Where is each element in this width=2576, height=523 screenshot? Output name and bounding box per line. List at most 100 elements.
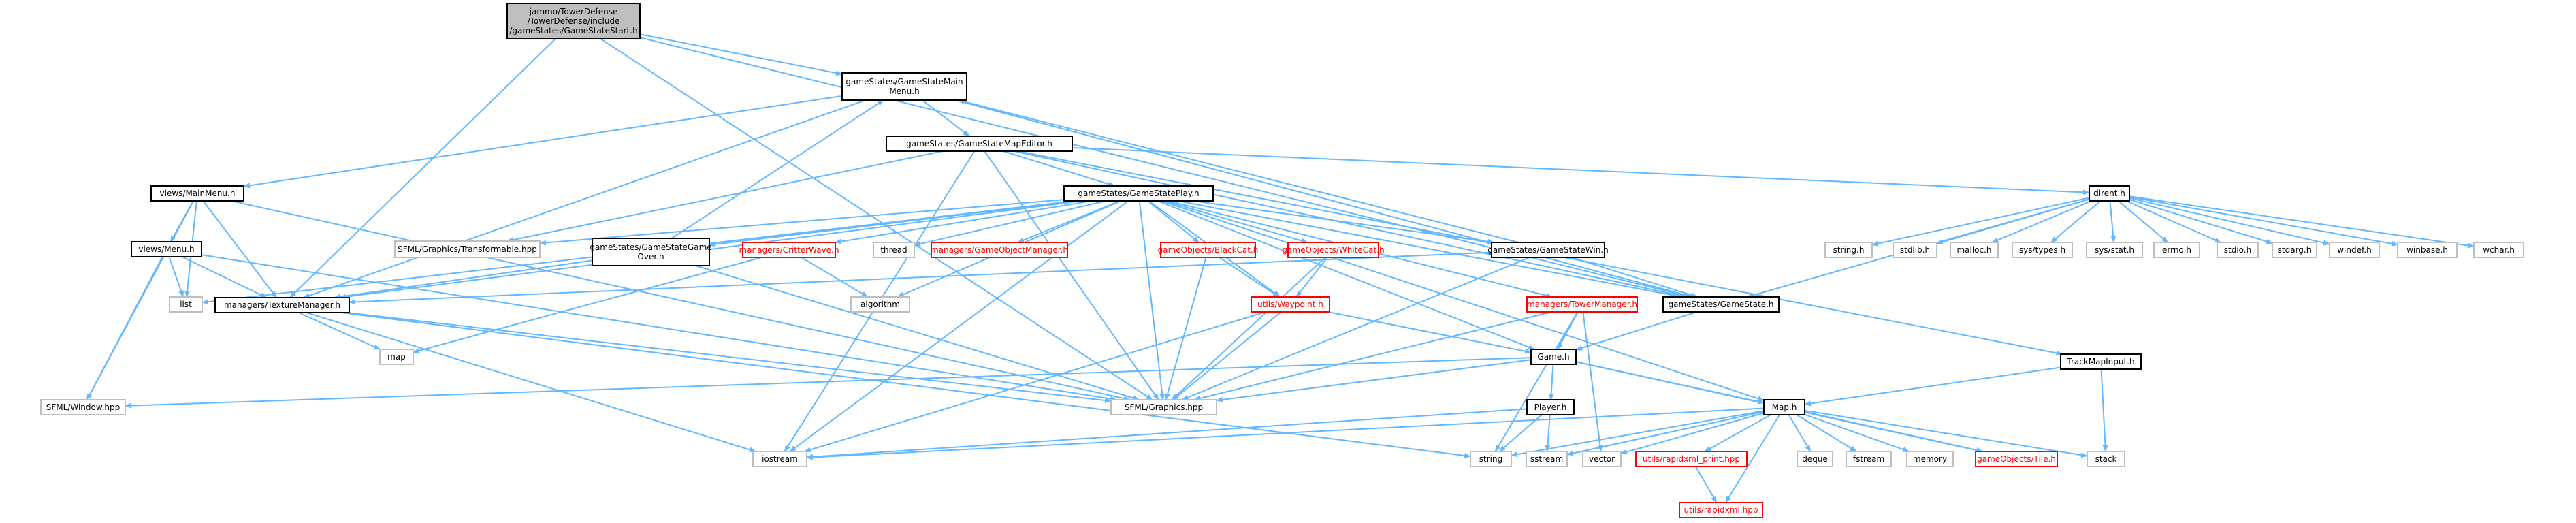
node-label: errno.h [2162, 245, 2191, 255]
node-label: stdlib.h [1900, 245, 1930, 255]
node-label: TrackMapInput.h [2066, 357, 2134, 366]
node-box [1526, 296, 1638, 313]
edge-blackcat-to-sfmlgraphics [1165, 257, 1207, 400]
node-tileh[interactable]: gameObjects/Tile.h [1975, 451, 2058, 467]
node-box [1582, 451, 1622, 467]
node-label: SFML/Graphics.hpp [1125, 402, 1203, 412]
node-box [2329, 242, 2380, 258]
node-box [2153, 242, 2200, 258]
node-label: jammo/TowerDefense [529, 7, 618, 16]
edge-gsmainmenu-to-gsmapeditor [922, 99, 970, 137]
node-label: managers/CritterWave.h [739, 245, 839, 255]
node-playerh[interactable]: Player.h [1526, 399, 1575, 415]
node-string: string [1470, 451, 1512, 467]
node-box [1950, 242, 1999, 258]
node-winbaseh: winbase.h [2397, 242, 2458, 258]
node-label: sys/types.h [2019, 245, 2065, 255]
node-label: stdarg.h [2278, 245, 2312, 255]
node-windefh: windef.h [2329, 242, 2380, 258]
edge-gsmainmenu-to-viewsmainmenu [243, 95, 843, 189]
edge-gswin-to-gsmainmenu [957, 99, 1519, 243]
node-box [506, 3, 641, 39]
node-whitecat[interactable]: gameObjects/WhiteCat.h [1282, 242, 1385, 258]
node-viewsmainmenu[interactable]: views/MainMenu.h [150, 185, 244, 202]
node-box [1251, 296, 1330, 313]
edge-waypoint-to-iostream [803, 311, 1266, 453]
edge-direnth-to-stdargh [2129, 199, 2273, 244]
node-towermanager[interactable]: managers/TowerManager.h [1526, 296, 1638, 313]
node-gameobjectmanager[interactable]: managers/GameObjectManager.h [931, 242, 1068, 258]
node-gameh[interactable]: Game.h [1530, 349, 1577, 365]
node-root[interactable]: jammo/TowerDefense/TowerDefense/include/… [506, 3, 641, 39]
edge-direnth-to-errnoh [2117, 200, 2169, 243]
node-label: managers/TowerManager.h [1527, 300, 1637, 309]
edge-gsplay-to-maph [1161, 200, 1765, 402]
node-box [886, 136, 1073, 152]
node-box [1470, 451, 1512, 467]
node-viewsmenu[interactable]: views/Menu.h [131, 241, 202, 257]
node-box [214, 297, 350, 313]
node-malloch: malloc.h [1950, 242, 1999, 258]
edge-maph-to-stack [1804, 409, 2088, 458]
node-box [2087, 451, 2125, 467]
node-label: list [180, 300, 192, 309]
node-label: gameStates/GameStateWin.h [1487, 245, 1609, 255]
edge-gswin-to-texturemanager [349, 251, 1492, 305]
node-gswin[interactable]: gameStates/GameStateWin.h [1487, 242, 1609, 258]
node-box [592, 238, 710, 266]
edge-texturemanager-to-string [340, 312, 1471, 459]
node-blackcat[interactable]: gameObjects/BlackCat.h [1158, 242, 1259, 258]
node-rapidxmlprint[interactable]: utils/rapidxml_print.hpp [1635, 451, 1748, 467]
node-box [1526, 399, 1575, 415]
node-box [1160, 242, 1256, 258]
node-rapidxml[interactable]: utils/rapidxml.hpp [1679, 502, 1763, 518]
edge-gsmapeditor-to-direnth [1072, 147, 2090, 195]
edge-maph-to-vector [1620, 412, 1765, 455]
node-label: SFML/Graphics/Transformable.hpp [398, 244, 537, 254]
node-box [873, 242, 915, 258]
edge-gsmainmenu-to-gamestate [955, 99, 1694, 298]
node-box [2217, 242, 2259, 258]
node-box [931, 242, 1068, 258]
edge-root-to-texturemanager [289, 38, 556, 298]
node-label: /gameStates/GameStateStart.h [509, 26, 637, 35]
node-label: utils/Waypoint.h [1257, 300, 1323, 309]
node-critterwave[interactable]: managers/CritterWave.h [739, 242, 839, 258]
edge-viewsmenu-to-sfmlgraphics [201, 254, 1118, 402]
edge-direnth-to-systypes [2050, 200, 2102, 243]
edges-layer [86, 33, 2475, 503]
node-list: list [169, 296, 203, 313]
node-box [1635, 451, 1748, 467]
node-trackmapinput[interactable]: TrackMapInput.h [2060, 353, 2142, 370]
node-box [2012, 242, 2073, 258]
node-label: deque [1802, 454, 1828, 464]
node-thread: thread [873, 242, 915, 258]
edge-gsgameover-to-sfmlgraphics [695, 265, 1140, 401]
edge-playerh-to-string [1498, 414, 1543, 452]
node-label: gameObjects/Tile.h [1977, 454, 2056, 464]
edge-gsmainmenu-to-texturemanager [302, 99, 866, 298]
edge-waypoint-to-sfmlgraphics [1172, 311, 1282, 400]
node-gsmapeditor[interactable]: gameStates/GameStateMapEditor.h [886, 136, 1073, 152]
node-label: stdio.h [2224, 245, 2251, 255]
node-label: Over.h [637, 252, 664, 262]
node-gsplay[interactable]: gameStates/GameStatePlay.h [1063, 185, 1214, 202]
node-texturemanager[interactable]: managers/TextureManager.h [214, 297, 350, 313]
node-vector: vector [1582, 451, 1622, 467]
node-label: views/Menu.h [138, 244, 194, 254]
node-gamestate[interactable]: gameStates/GameState.h [1662, 296, 1780, 313]
edge-gsgameover-to-texturemanager [333, 259, 593, 300]
edge-whitecat-to-sfmlgraphics [1171, 257, 1326, 400]
node-sfmlwindow: SFML/Window.hpp [40, 399, 126, 415]
edge-gsmapeditor-to-sfmlgraphics [984, 150, 1159, 400]
node-map: map [379, 349, 414, 365]
node-wcharh: wchar.h [2473, 242, 2524, 258]
node-waypoint[interactable]: utils/Waypoint.h [1251, 296, 1330, 313]
node-maph[interactable]: Map.h [1763, 399, 1805, 415]
node-label: malloc.h [1957, 245, 1991, 255]
edge-gsmapeditor-to-gamestate [1014, 150, 1688, 299]
node-direnth[interactable]: dirent.h [2089, 185, 2130, 202]
